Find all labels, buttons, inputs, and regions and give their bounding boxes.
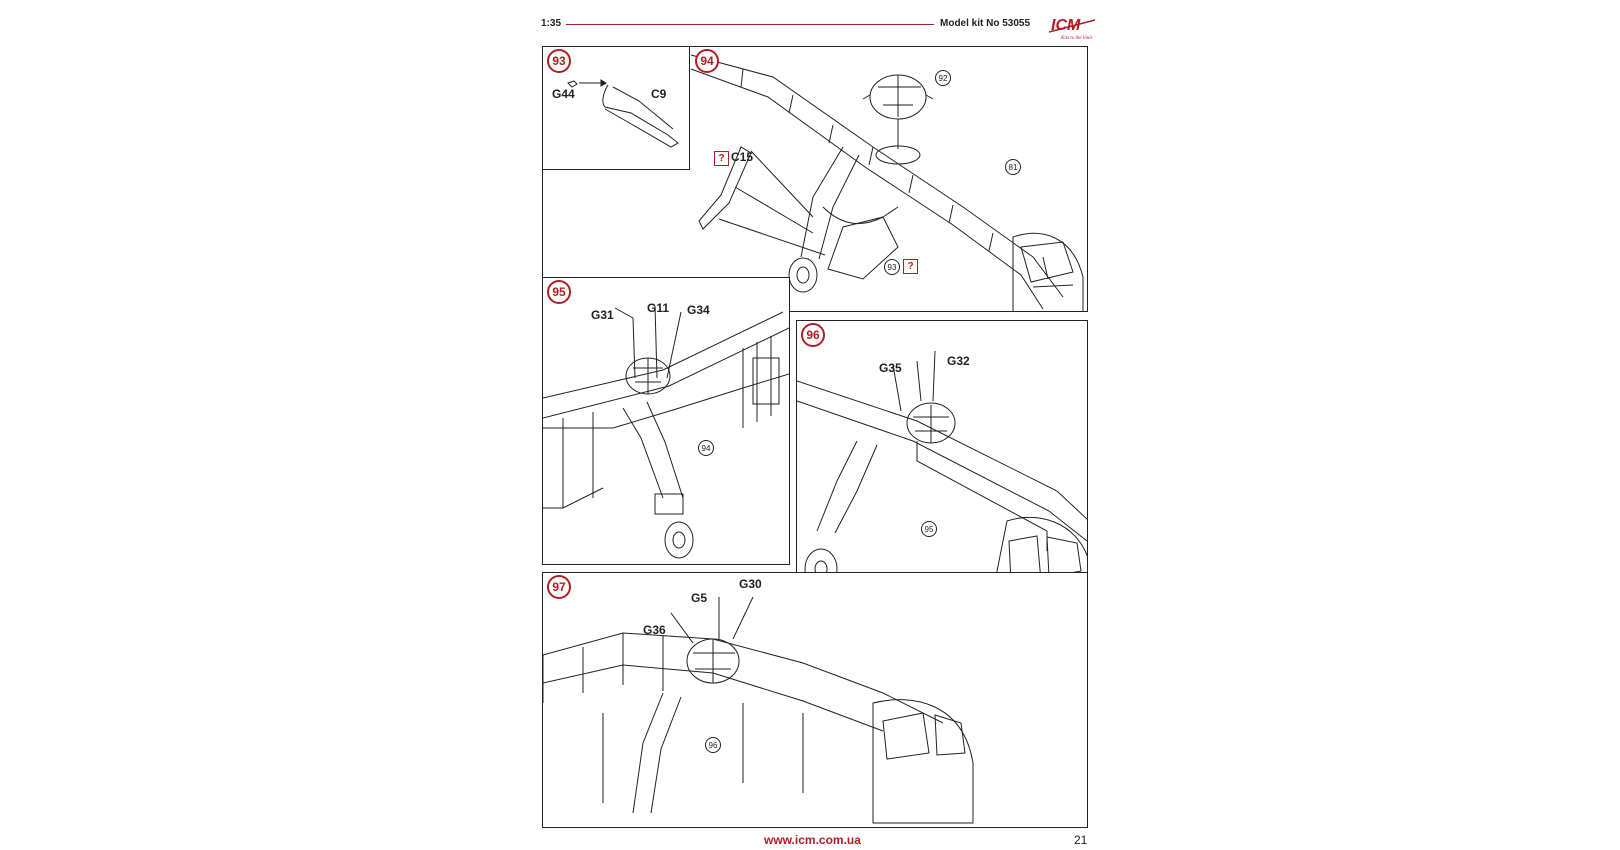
step-93-panel: 93 G44 C9 [542, 46, 690, 170]
part-label-g11: G11 [647, 301, 670, 315]
page-number: 21 [1074, 833, 1088, 847]
part-label-g32: G32 [947, 354, 970, 368]
kit-number: Model kit No 53055 [940, 18, 1031, 29]
part-label-c15: C15 [731, 150, 754, 164]
step-badge: 94 [695, 49, 719, 73]
logo-tagline: Kits to the limit [1060, 36, 1093, 41]
website-link[interactable]: www.icm.com.ua [764, 833, 861, 847]
step-badge: 97 [547, 575, 571, 599]
optional-mark: ? [714, 151, 729, 166]
part-label-g30: G30 [739, 577, 762, 591]
step-94-panel: 94 92 81 ? C15 93 ? [542, 46, 1088, 312]
step-95-panel: 95 G31 G11 G34 94 [542, 277, 790, 565]
step-96-drawing [797, 350, 1087, 655]
ref-circle-93: 93 [884, 259, 900, 275]
part-label-g34: G34 [687, 303, 710, 317]
ref-circle-95: 95 [921, 521, 937, 537]
optional-mark: ? [903, 259, 918, 274]
step-97-drawing [543, 596, 974, 824]
scale-label: 1:35 [541, 18, 562, 29]
header-rule [566, 24, 934, 25]
step-95-drawing [543, 305, 789, 559]
ref-circle-92: 92 [935, 70, 951, 86]
step-badge: 96 [801, 323, 825, 347]
step-93-drawing [567, 79, 679, 148]
step-badge: 95 [547, 280, 571, 304]
ref-circle-81: 81 [1005, 159, 1021, 175]
ref-circle-94: 94 [698, 440, 714, 456]
part-label-g5: G5 [691, 591, 708, 605]
step-97-panel: 97 G5 G30 G36 96 [542, 572, 1088, 828]
part-label-g36: G36 [643, 623, 666, 637]
icm-logo: ICM Kits to the limit [1048, 17, 1096, 41]
step-94-drawing [690, 54, 1084, 311]
part-label-g35: G35 [879, 361, 902, 375]
part-label-g44: G44 [552, 87, 575, 101]
ref-circle-96: 96 [705, 737, 721, 753]
step-badge: 93 [547, 49, 571, 73]
part-label-g31: G31 [591, 308, 614, 322]
part-label-c9: C9 [651, 87, 667, 101]
